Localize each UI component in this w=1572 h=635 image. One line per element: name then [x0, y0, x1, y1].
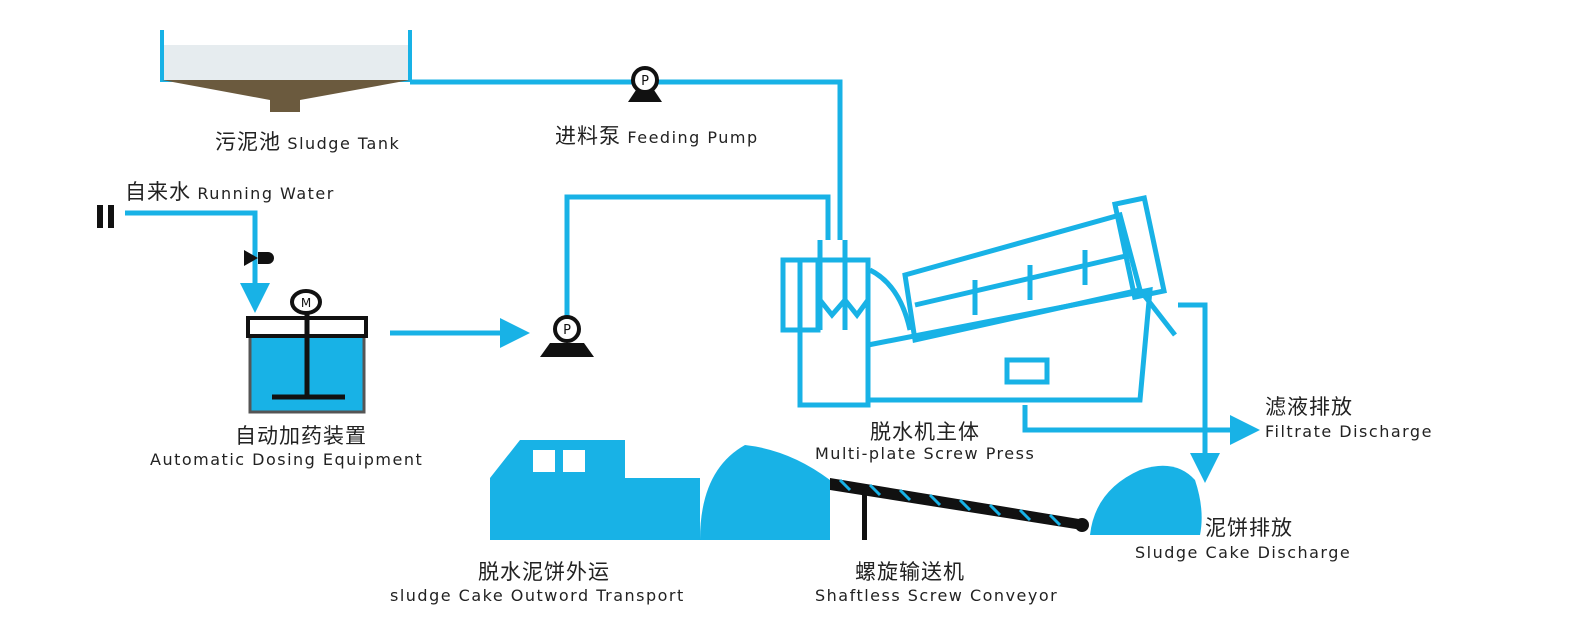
filtrate-pipe — [1022, 405, 1260, 445]
conveyor-label-en: Shaftless Screw Conveyor — [815, 586, 1059, 605]
polymer-pipe — [564, 194, 831, 318]
feeding-pump-icon: P — [628, 66, 662, 102]
dosing-label-zh: 自动加药装置 — [235, 424, 367, 448]
cake-pipe — [1178, 302, 1220, 483]
dosing-label-en: Automatic Dosing Equipment — [150, 450, 424, 469]
feeding-pump-label: 进料泵 Feeding Pump — [555, 124, 759, 148]
feed-pipe — [410, 79, 843, 240]
conveyor-label-zh: 螺旋输送机 — [855, 560, 965, 584]
svg-text:M: M — [301, 296, 311, 310]
truck-icon — [490, 440, 830, 540]
press-label-zh: 脱水机主体 — [870, 420, 980, 444]
press-label-en: Multi-plate Screw Press — [815, 444, 1036, 463]
cake-discharge-label-zh: 泥饼排放 — [1205, 516, 1293, 540]
valve-icon — [244, 250, 274, 266]
cake-discharge-label-en: Sludge Cake Discharge — [1135, 543, 1352, 562]
svg-text:P: P — [563, 323, 571, 338]
filtrate-label-zh: 滤液排放 — [1265, 395, 1353, 419]
sludge-tank-label: 污泥池 Sludge Tank — [215, 130, 401, 154]
filtrate-label-en: Filtrate Discharge — [1265, 422, 1433, 441]
sludge-cake-pile-icon — [1090, 465, 1202, 535]
transport-label-zh: 脱水泥饼外运 — [478, 560, 610, 584]
running-water-label: 自来水 Running Water — [125, 180, 335, 204]
svg-text:P: P — [641, 74, 649, 89]
transport-label-en: sludge Cake Outword Transport — [390, 586, 685, 605]
water-pipe — [125, 210, 270, 313]
dosing-pump-icon: P — [540, 315, 594, 357]
tap-icon — [97, 205, 114, 228]
sludge-tank-icon — [160, 30, 412, 112]
screw-press-icon — [780, 195, 1177, 408]
screw-conveyor-icon — [830, 478, 1089, 540]
dosing-tank-icon: M — [246, 289, 368, 414]
